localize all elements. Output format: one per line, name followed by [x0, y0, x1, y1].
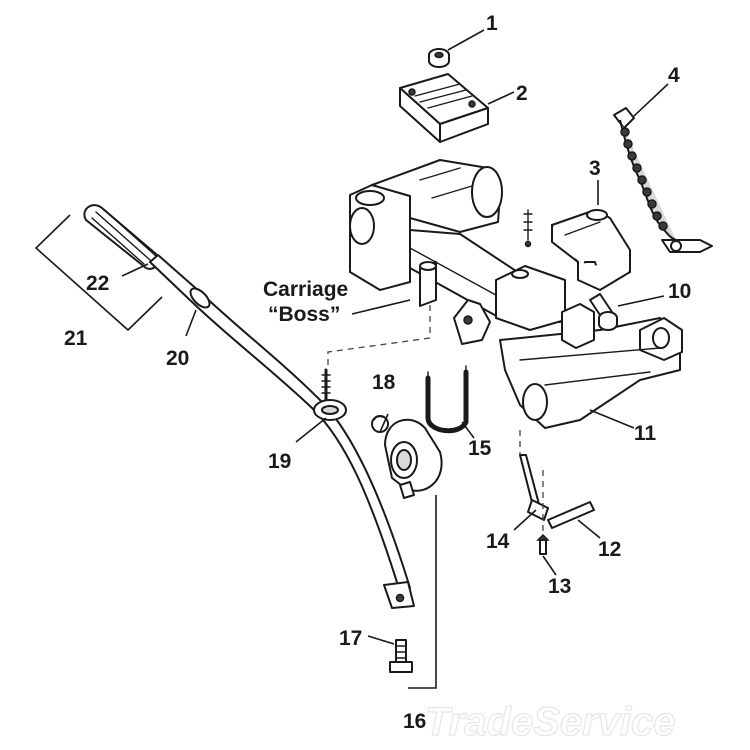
part-number-10: 10 — [668, 280, 691, 303]
part-4-chain — [613, 107, 713, 253]
part-2-bracket — [399, 73, 489, 143]
part-number-16: 16 — [403, 710, 426, 733]
part-number-19: 19 — [268, 450, 291, 473]
part-number-17: 17 — [339, 627, 362, 650]
bracket-16 — [408, 495, 437, 689]
part-number-18: 18 — [372, 371, 396, 394]
part-number-12: 12 — [598, 538, 621, 561]
part-15-u-bolt — [425, 365, 469, 434]
carriage-boss-label-line2: “Boss” — [268, 303, 340, 326]
part-1-nut — [428, 48, 450, 68]
assembly-guides — [327, 305, 544, 535]
part-3-link — [551, 209, 631, 291]
carriage-boss-label-line1: Carriage — [263, 278, 348, 301]
part-number-4: 4 — [668, 64, 680, 87]
part-12-hex-key — [547, 501, 595, 529]
watermark: TradeService — [425, 700, 676, 744]
handle-assembly — [83, 204, 415, 609]
leader-lines — [121, 29, 669, 645]
part-number-15: 15 — [468, 437, 492, 460]
part-14-hex-key — [519, 454, 549, 521]
part-number-3: 3 — [589, 157, 601, 180]
part-number-20: 20 — [166, 347, 189, 370]
part-17-bolt — [389, 639, 413, 673]
part-number-22: 22 — [86, 272, 109, 295]
part-16-collar — [384, 418, 443, 499]
part-10-screw — [589, 293, 618, 331]
part-number-13: 13 — [548, 575, 571, 598]
part-11-carriage — [349, 159, 683, 429]
part-13-screw — [536, 533, 550, 555]
part-number-21: 21 — [64, 327, 88, 350]
part-number-1: 1 — [486, 12, 498, 35]
part-number-2: 2 — [516, 82, 528, 105]
part-number-14: 14 — [486, 530, 510, 553]
part-number-11: 11 — [634, 422, 657, 445]
bracket-21 — [34, 214, 163, 332]
